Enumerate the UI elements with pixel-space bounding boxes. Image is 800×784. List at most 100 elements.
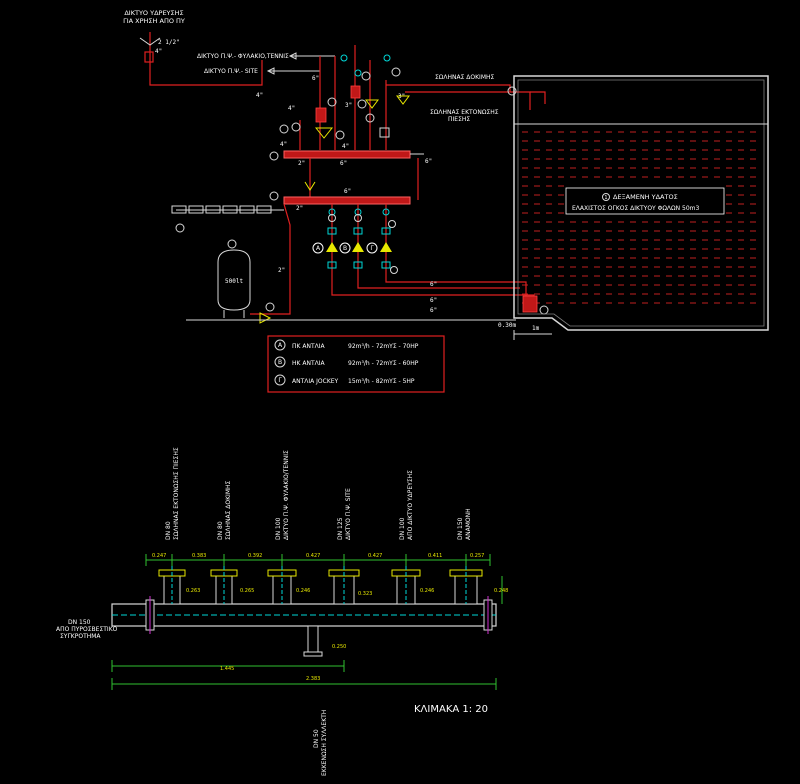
size-label: 2" <box>298 160 305 167</box>
legend-c-name: ΑΝΤΛΙΑ JOCKEY <box>292 378 339 385</box>
inlet-label-1: ΑΠΟ ΠΥΡΟΣΒΕΣΤΙΚΟ <box>56 626 118 633</box>
branch-dn: DN 80 <box>165 521 172 540</box>
net-pp-tennis-label: ΔΙΚΤΥΟ Π.Ψ.- ΦΥΛΑΚΙΟ,ΤΕΝΝΙΣ <box>197 53 289 60</box>
reservoir-number: 1 <box>604 195 607 201</box>
dim-branch: 0.246 <box>296 588 310 594</box>
level2-label: 1m <box>532 325 540 332</box>
branch-dn: DN 150 <box>457 517 464 540</box>
callout <box>175 223 185 233</box>
branch-desc: ΣΩΛΗΝΑΣ ΕΚΤΟΝΩΣΗΣ ΠΙΕΣΗΣ <box>173 447 180 540</box>
relief-line-pipe <box>405 91 531 110</box>
test-line-label: ΣΩΛΗΝΑΣ ΔΟΚΙΜΗΣ <box>435 74 495 81</box>
size-label: 6" <box>340 160 347 167</box>
water-supply-pipe <box>149 32 263 86</box>
size-label: 4" <box>280 141 287 148</box>
check-valve <box>353 227 363 235</box>
dim-top: 0.247 <box>152 553 166 559</box>
net-pp-site-label: ΔΙΚΤΥΟ Π.Ψ.- SITE <box>204 68 258 75</box>
callout <box>507 86 517 96</box>
level-dim <box>513 330 552 340</box>
pump-a-icon <box>326 242 338 252</box>
valve-triangle <box>396 95 410 105</box>
reservoir-inner <box>517 79 765 327</box>
drain-desc: ΕΚΚΕΝΩΣΗ ΣΥΛΛΕΚΤΗ <box>321 710 328 776</box>
dim-right: 0.248 <box>494 588 508 594</box>
callout <box>279 124 289 134</box>
callout <box>365 113 375 123</box>
pump-legend-box <box>267 335 445 393</box>
branch-desc: ΔΙΚΤΥΟ Π.Ψ. SITE <box>345 488 352 540</box>
pressure-switch <box>222 205 238 214</box>
dim-branch: 0.323 <box>358 591 372 597</box>
size-label: 2" <box>278 267 285 274</box>
reservoir-subtitle: ΕΛΑΧΙΣΤΟΣ ΟΓΚΟΣ ΔΙΚΤΥΟΥ ΦΩΛΩΝ 50m3 <box>572 205 699 212</box>
branch-dn: DN 80 <box>217 521 224 540</box>
valve-triangle <box>314 127 334 139</box>
check-valve <box>327 227 337 235</box>
fitting-circle <box>354 69 362 77</box>
callout <box>388 220 396 228</box>
fitting-circle <box>340 54 348 62</box>
water-net-label-1: ΔΙΚΤΥΟ ΥΔΡΕΥΣΗΣ <box>124 9 183 17</box>
callout <box>390 266 398 274</box>
upper-header <box>283 150 411 159</box>
pump-a-letter: A <box>316 245 321 252</box>
relief-line-label-2: ΠΙΕΣΗΣ <box>448 116 470 123</box>
reservoir-callout <box>602 193 610 201</box>
pump-b-symbol <box>339 242 351 254</box>
relief-line-label-1: ΣΩΛΗΝΑΣ ΕΚΤΟΝΩΣΗΣ <box>430 109 499 116</box>
branch-desc: ΣΩΛΗΝΑΣ ΔΟΚΙΜΗΣ <box>225 480 232 540</box>
branch-desc: ΔΙΚΤΥΟ Π.Ψ. ΦΥΛΑΚΙΟ/ΤΕΝΝΙΣ <box>283 450 290 540</box>
check-valve <box>353 261 363 269</box>
pump-pipe <box>385 204 520 283</box>
size-label: 2 1/2" <box>158 39 180 46</box>
pump-pipe <box>357 204 520 289</box>
check-valve <box>381 227 391 235</box>
pump-c-icon <box>380 242 392 252</box>
size-label: 4" <box>288 105 295 112</box>
valve-symbol <box>139 37 161 46</box>
callout <box>335 130 345 140</box>
size-label: 2" <box>296 205 303 212</box>
callout <box>291 122 301 132</box>
relief-outlet <box>530 91 546 104</box>
fitting-circle <box>383 54 391 62</box>
tank-pipe <box>250 203 291 315</box>
reservoir-label-box <box>565 187 725 215</box>
size-label: 6" <box>430 281 437 288</box>
branch-dn: DN 125 <box>337 517 344 540</box>
tank-legs <box>223 310 245 318</box>
fitting-circle <box>382 208 390 216</box>
check-valve <box>327 261 337 269</box>
water-net-label-2: ΓΙΑ ΧΡΗΣΗ ΑΠΟ ΠΥ <box>123 17 185 25</box>
check-valve <box>144 51 154 63</box>
callout <box>354 214 362 222</box>
legend-a-spec: 92m³/h - 72mΥΣ - 70HP <box>348 343 419 350</box>
callout <box>361 71 371 81</box>
pressure-switch <box>256 205 272 214</box>
callout <box>265 302 275 312</box>
legend-b-symbol: B <box>278 359 282 366</box>
pressure-valve <box>315 107 327 123</box>
inlet-label-2: ΣΥΓΚΡΟΤΗΜΑ <box>60 633 101 640</box>
valve-triangle <box>365 99 379 109</box>
legend-b-spec: 92m³/h - 72mΥΣ - 60HP <box>348 360 419 367</box>
check-valve <box>381 261 391 269</box>
callout <box>357 99 367 109</box>
legend-c-circle <box>274 374 286 386</box>
size-label: 6" <box>430 307 437 314</box>
reservoir-title: ΔΕΞΑΜΕΝΗ ΥΔΑΤΟΣ <box>613 193 678 201</box>
size-label: 6" <box>344 188 351 195</box>
arrow-head <box>266 67 275 75</box>
dim-total-1: 1.445 <box>220 666 234 672</box>
tank-size-label: 500lt <box>225 278 243 285</box>
pump-b-letter: B <box>343 245 347 252</box>
dim-total-2: 2.383 <box>306 676 320 682</box>
legend-a-symbol: A <box>278 342 283 349</box>
branch-dn: DN 100 <box>275 517 282 540</box>
dim-branch: 0.246 <box>420 588 434 594</box>
dim-top: 0.411 <box>428 553 442 559</box>
legend-a-circle <box>274 339 286 351</box>
test-line-pipe <box>386 84 511 92</box>
pump-c-letter: Γ <box>370 245 374 252</box>
